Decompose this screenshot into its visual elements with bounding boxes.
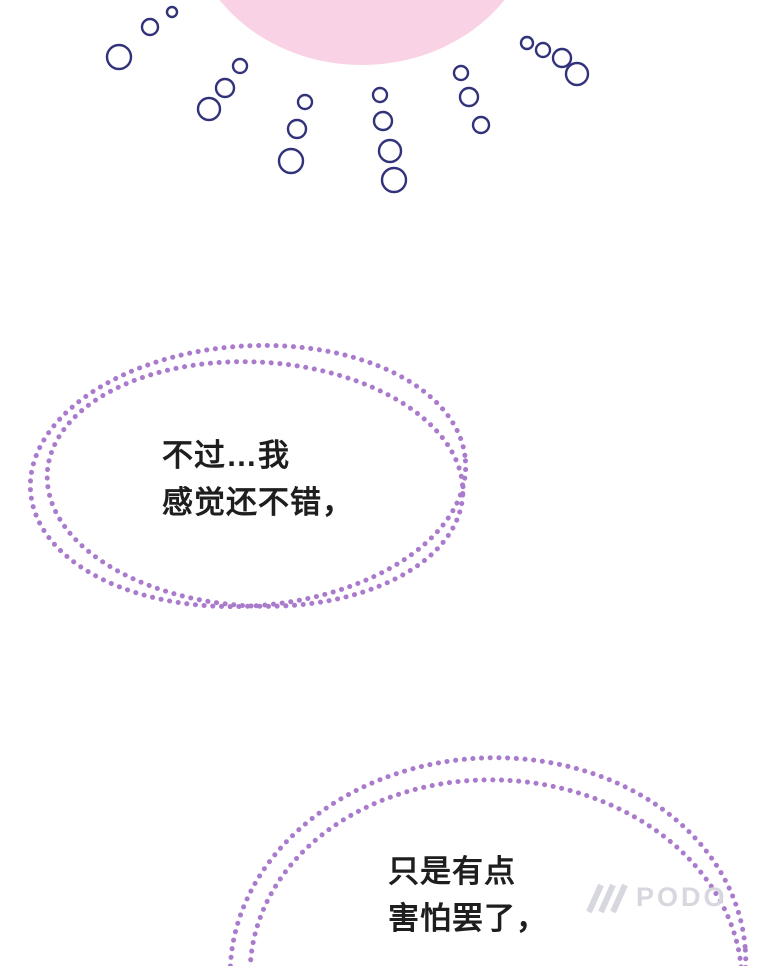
bubble-trail-mid-left [277,93,314,175]
bubble-trail-upper-left [105,5,179,71]
podo-watermark-label: PODO [636,882,728,912]
pink-burst-blob [219,0,505,65]
podo-logo-mark [586,883,628,913]
bubble-trail-right-down [452,64,491,135]
speech-bubble-1-outline [27,342,469,610]
speech-bubble-1-text: 不过…我 感觉还不错， [162,432,354,526]
bubble-trail-left-down [196,57,249,122]
speech-line: 害怕罢了， [388,901,548,936]
speech-line: 不过…我 [162,438,290,473]
speech-line: 感觉还不错， [162,485,354,520]
speech-line: 只是有点 [388,854,516,889]
bubble-trail-upper-right [519,35,590,87]
speech-bubble-2-outline [227,755,749,966]
speech-bubble-2-text: 只是有点 害怕罢了， [388,848,548,942]
bubble-trail-mid-right [371,86,408,194]
podo-watermark: PODO [585,882,728,913]
